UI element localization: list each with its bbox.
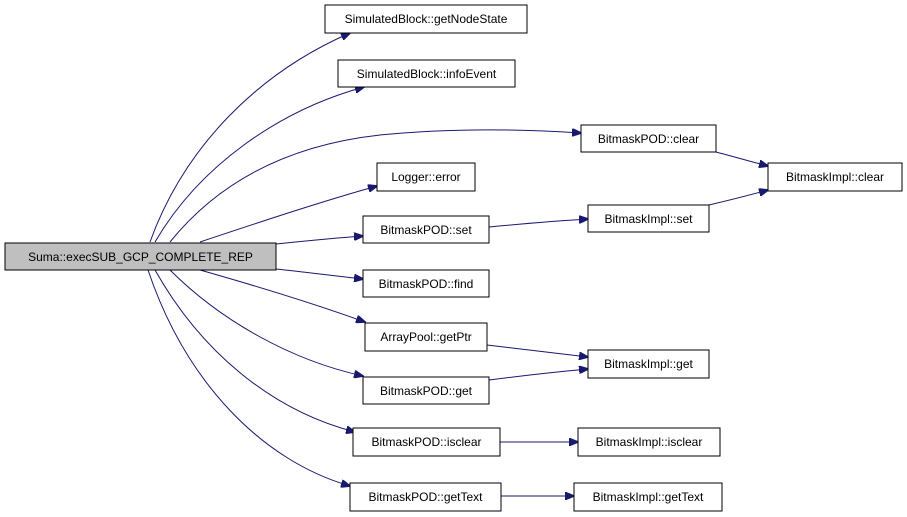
node-label: BitmaskPOD::get — [380, 384, 473, 398]
node-sim-infoevent[interactable]: SimulatedBlock::infoEvent — [337, 59, 516, 88]
node-label: Suma::execSUB_GCP_COMPLETE_REP — [28, 250, 253, 264]
edge-root-pod_find — [275, 268, 363, 279]
node-label: BitmaskImpl::isclear — [596, 435, 703, 449]
node-label: BitmaskImpl::set — [604, 212, 693, 226]
edge-layer — [147, 33, 768, 496]
edge-pod_set-impl_set — [488, 219, 588, 228]
edge-pod_clear-impl_clear — [715, 151, 768, 166]
node-label: BitmaskPOD::find — [379, 277, 474, 291]
node-impl-get[interactable]: BitmaskImpl::get — [587, 349, 710, 379]
edge-root-arr_getptr — [199, 269, 365, 322]
node-impl-set[interactable]: BitmaskImpl::set — [587, 204, 710, 233]
edge-root-sim_info — [154, 87, 364, 243]
edge-root-pod_isclear — [154, 269, 355, 432]
node-root[interactable]: Suma::execSUB_GCP_COMPLETE_REP — [4, 242, 277, 271]
node-label: BitmaskImpl::getText — [593, 490, 704, 504]
node-label: BitmaskPOD::clear — [598, 132, 699, 146]
edge-pod_get-impl_get — [488, 369, 588, 381]
edge-root-pod_gettext — [147, 269, 350, 486]
node-label: BitmaskImpl::get — [604, 357, 693, 371]
node-pod-find[interactable]: BitmaskPOD::find — [362, 269, 490, 298]
edge-root-logger_error — [199, 186, 377, 243]
edge-impl_set-impl_clear — [708, 190, 768, 206]
edge-root-pod_set — [275, 236, 363, 245]
node-label: SimulatedBlock::infoEvent — [357, 67, 497, 81]
edge-root-sim_getnode — [149, 33, 350, 243]
node-impl-gettext[interactable]: BitmaskImpl::getText — [573, 482, 723, 512]
node-label: BitmaskPOD::set — [380, 223, 472, 237]
node-impl-clear[interactable]: BitmaskImpl::clear — [767, 162, 903, 192]
node-pod-set[interactable]: BitmaskPOD::set — [362, 215, 490, 244]
node-arraypool-getptr[interactable]: ArrayPool::getPtr — [364, 322, 488, 352]
edge-arr_getptr-impl_get — [486, 344, 588, 357]
node-pod-isclear[interactable]: BitmaskPOD::isclear — [352, 427, 501, 457]
node-pod-get[interactable]: BitmaskPOD::get — [362, 376, 490, 405]
node-label: BitmaskImpl::clear — [786, 170, 884, 184]
node-pod-gettext[interactable]: BitmaskPOD::getText — [349, 482, 502, 512]
node-impl-isclear[interactable]: BitmaskImpl::isclear — [577, 427, 721, 457]
node-label: BitmaskPOD::isclear — [371, 435, 481, 449]
edge-root-pod_clear — [169, 130, 581, 243]
node-layer: Suma::execSUB_GCP_COMPLETE_REP Simulated… — [4, 4, 903, 512]
node-label: Logger::error — [391, 170, 460, 184]
node-label: SimulatedBlock::getNodeState — [345, 12, 508, 26]
node-pod-clear[interactable]: BitmaskPOD::clear — [580, 124, 717, 153]
edge-root-pod_get — [169, 269, 363, 376]
node-logger-error[interactable]: Logger::error — [376, 162, 476, 192]
node-label: BitmaskPOD::getText — [368, 490, 483, 504]
node-label: ArrayPool::getPtr — [380, 330, 471, 344]
node-sim-getnodestate[interactable]: SimulatedBlock::getNodeState — [324, 4, 528, 34]
